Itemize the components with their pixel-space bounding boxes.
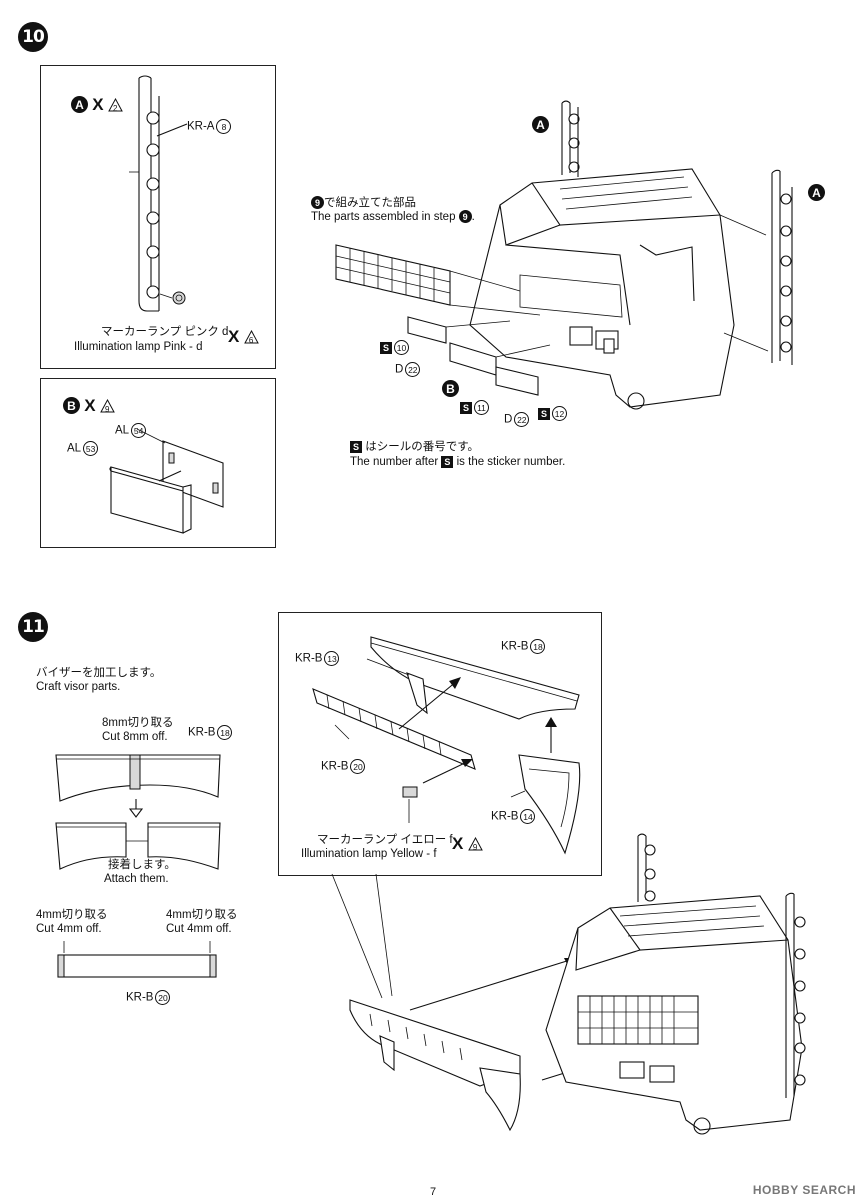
quantity-x: X [92,94,104,114]
visor-parts-drawing [312,636,581,855]
callout-a: A [71,96,88,113]
visor-cut-diagram [55,754,221,978]
cut4-left-jp: 4mm切り取る [36,909,108,921]
lamp-label-en: Illumination lamp Pink - d [74,341,203,353]
lamp-bar-drawing [129,75,188,312]
sticker-note-jp: S はシールの番号です。 [350,440,479,454]
sticker-note-en: The number after S is the sticker number… [350,455,566,468]
yellow-lamp-jp: マーカーランプ イエロー f [317,834,453,846]
truck-cab-drawing-step11 [331,833,806,1135]
cut4-right-jp: 4mm切り取る [166,909,238,921]
panel-a-header: A X 2 [71,96,123,113]
cab-body [469,168,735,410]
lamp-box-drawing [109,428,224,534]
callout-a-right: A [808,184,825,201]
cut4-left-en: Cut 4mm off. [36,923,102,935]
lamp-label-jp: マーカーランプ ピンク d [101,326,229,338]
attach-en: Attach them. [104,873,169,885]
panel-b-header: B X 9 [63,397,115,414]
callout-a-top: A [532,116,549,133]
cut8-jp: 8mm切り取る [102,717,174,729]
quantity-triangle: 2 [107,97,123,113]
lamp-bar-right [771,169,793,365]
attach-jp: 接着します。 [108,859,176,871]
lamp-bar-top [561,100,580,177]
step-number-11: 11 [18,612,48,642]
lamp-qty: X 6 [227,328,259,345]
step-number-10: 10 [18,22,48,52]
grille-part [335,244,451,306]
cut4-right-en: Cut 4mm off. [166,923,232,935]
yellow-lamp-qty: X 9 [451,835,483,852]
truck-cab-drawing-step10 [335,100,793,410]
hobby-search-logo: HOBBY SEARCH [752,1183,856,1197]
lamp-circles [146,111,160,299]
visor-craft-jp: バイザーを加工します。 [36,667,162,679]
callout-b: B [63,397,80,414]
yellow-lamp-en: Illumination lamp Yellow - f [301,848,437,860]
cut8-en: Cut 8mm off. [102,731,168,743]
page-number: 7 [429,1186,437,1198]
ref-step9-en: The parts assembled in step 9. [311,210,475,224]
visor-craft-en: Craft visor parts. [36,681,121,693]
pink-lamp-part [159,291,186,305]
callout-b-main: B [442,380,459,397]
